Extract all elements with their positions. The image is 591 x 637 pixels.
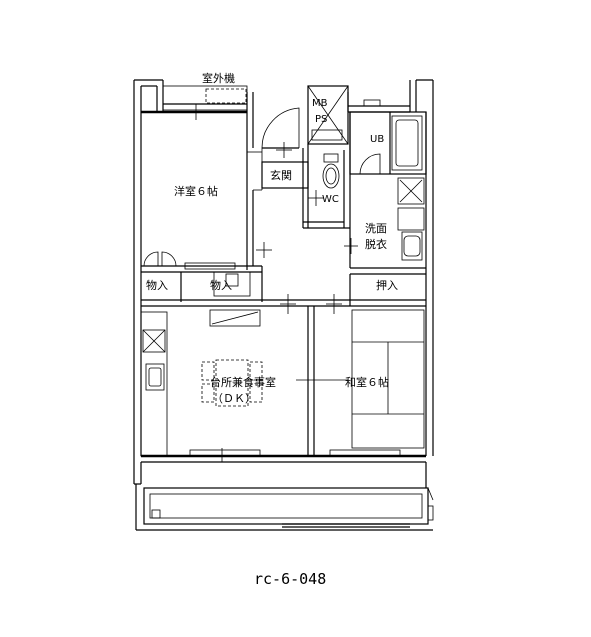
washroom-label-2: 脱衣	[365, 237, 387, 251]
wc-label: WC	[322, 194, 339, 205]
outdoor-unit-label: 室外機	[202, 71, 235, 85]
bath-washroom	[344, 111, 427, 306]
dk-room	[140, 294, 401, 462]
storage-label-2: 物入	[210, 278, 232, 292]
dk-label-2: （ＤＫ）	[212, 392, 256, 405]
mb-label: MB	[312, 98, 328, 109]
japanese-room	[351, 309, 425, 449]
western-room-label: 洋室６帖	[174, 184, 218, 198]
storage-row	[141, 266, 426, 307]
closet-label: 押入	[376, 278, 398, 292]
dk-label-1: 台所兼食事室	[210, 375, 276, 389]
ub-label: UB	[370, 134, 384, 145]
japanese-room-label: 和室６帖	[345, 375, 389, 389]
plan-caption: rc-6-048	[254, 570, 326, 588]
storage-label-1: 物入	[146, 278, 168, 292]
balcony	[134, 462, 434, 531]
ps-label: PS	[315, 114, 327, 125]
entrance-label: 玄関	[270, 168, 292, 182]
washroom-label-1: 洗面	[365, 222, 387, 235]
outer-walls	[133, 79, 434, 484]
